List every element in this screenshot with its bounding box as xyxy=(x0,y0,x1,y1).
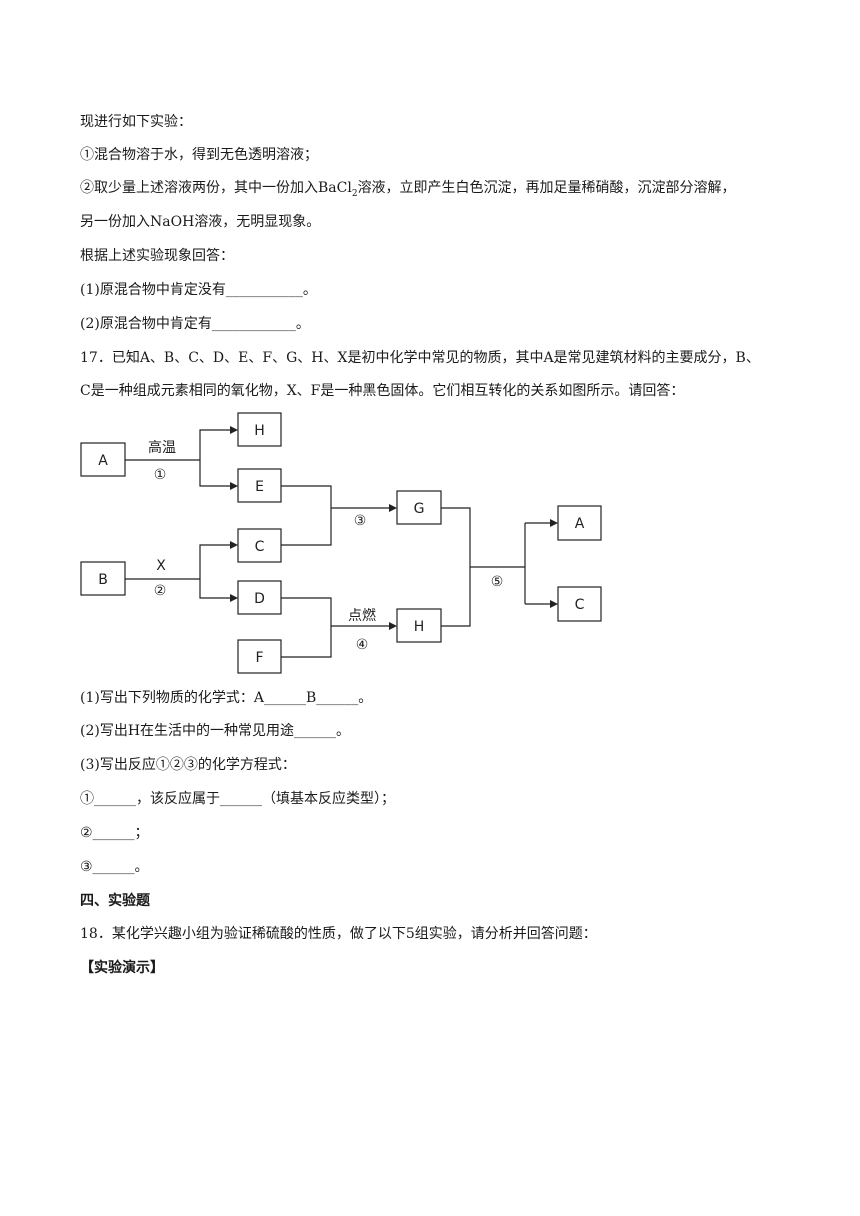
node-b-label: B xyxy=(98,572,108,588)
condition-1-top: 高温 xyxy=(148,439,176,456)
section-4-heading: 四、实验题 xyxy=(80,893,150,909)
node-h2-box xyxy=(396,608,442,643)
node-f-label: F xyxy=(255,650,263,666)
question-17-2: (2)写出H在生活中的一种常见用途______。 xyxy=(80,723,351,739)
question-16-2: (2)原混合物中肯定有____________。 xyxy=(80,316,310,332)
connector-b-c xyxy=(125,544,232,580)
diagram-nodes: A H E C B D F G H A C xyxy=(80,412,602,674)
node-h-label: H xyxy=(254,423,265,439)
diagram-conditions: 高温 ① X ② ③ 点燃 ④ ⑤ xyxy=(148,439,503,653)
condition-2-top: X xyxy=(156,558,166,574)
node-a2-box xyxy=(557,505,602,541)
equation-3: ③______。 xyxy=(80,859,149,875)
equation-1: ①______，该反应属于______（填基本反应类型）； xyxy=(80,791,395,807)
experiment-step-1: ①混合物溶于水，得到无色透明溶液； xyxy=(80,147,318,163)
arrow-to-h2 xyxy=(389,622,397,630)
node-c2-label: C xyxy=(575,597,585,613)
arrow-to-g xyxy=(389,504,397,512)
condition-1-number: ① xyxy=(154,467,167,483)
intro-text: 现进行如下实验： xyxy=(80,114,192,130)
experiment-step-2: ②取少量上述溶液两份，其中一份加入BaCl2溶液，立即产生白色沉淀，再加足量稀硝… xyxy=(80,179,736,203)
step2-subscript: 2 xyxy=(351,188,358,199)
arrow-to-c xyxy=(230,541,238,549)
node-d-label: D xyxy=(254,591,265,607)
node-c2-box xyxy=(557,586,602,622)
condition-4-number: ④ xyxy=(356,637,369,653)
diagram-arrowheads xyxy=(230,426,558,630)
question-18: 18．某化学兴趣小组为验证稀硫酸的性质，做了以下5组实验，请分析并回答问题： xyxy=(80,926,597,942)
node-a-label: A xyxy=(98,453,108,469)
question-17-line-2: C是一种组成元素相同的氧化物，X、F是一种黑色固体。它们相互转化的关系如图所示。… xyxy=(80,383,685,399)
question-17-line-1: 17．已知A、B、C、D、E、F、G、H、X是初中化学中常见的物质，其中A是常见… xyxy=(80,350,760,366)
arrow-to-h xyxy=(230,426,238,434)
connector-a-h xyxy=(125,429,232,461)
connector-g-h xyxy=(441,507,471,627)
arrow-to-c2 xyxy=(550,600,558,608)
question-17-3: (3)写出反应①②③的化学方程式： xyxy=(80,757,296,773)
node-d-box xyxy=(237,580,282,615)
connector-b-d xyxy=(199,579,232,599)
arrow-to-e xyxy=(230,482,238,490)
node-f-box xyxy=(237,639,282,674)
node-c-box xyxy=(237,528,282,563)
condition-5-number: ⑤ xyxy=(491,574,504,590)
condition-4-top: 点燃 xyxy=(348,607,376,624)
node-a2-label: A xyxy=(575,516,585,532)
step2-post: 溶液，立即产生白色沉淀，再加足量稀硝酸，沉淀部分溶解， xyxy=(357,180,736,196)
node-a-box xyxy=(80,442,126,477)
experiment-step-2-cont: 另一份加入NaOH溶液，无明显现象。 xyxy=(80,214,321,230)
node-h-box xyxy=(237,412,282,447)
node-c-label: C xyxy=(255,539,265,555)
answer-prompt: 根据上述实验现象回答： xyxy=(80,248,234,264)
connector-e-c xyxy=(281,485,332,546)
condition-3-number: ③ xyxy=(354,513,367,529)
node-b-box xyxy=(80,561,126,596)
experiment-demo-heading: 【实验演示】 xyxy=(80,960,164,976)
question-16-1: (1)原混合物中肯定没有___________。 xyxy=(80,282,317,298)
arrow-to-a2 xyxy=(550,519,558,527)
node-g-label: G xyxy=(414,501,425,517)
question-17-1: (1)写出下列物质的化学式：A______B______。 xyxy=(80,690,373,706)
connector-a-e xyxy=(199,460,232,487)
arrow-to-d xyxy=(230,594,238,602)
node-g-box xyxy=(396,490,442,525)
node-e-box xyxy=(237,468,282,503)
node-e-label: E xyxy=(255,479,264,495)
equation-2: ②______； xyxy=(80,825,149,841)
node-h2-label: H xyxy=(414,619,425,635)
condition-2-number: ② xyxy=(154,583,167,599)
connector-d-f xyxy=(281,597,332,658)
diagram-connectors xyxy=(125,429,552,658)
step2-pre: ②取少量上述溶液两份，其中一份加入BaCl xyxy=(80,180,352,196)
